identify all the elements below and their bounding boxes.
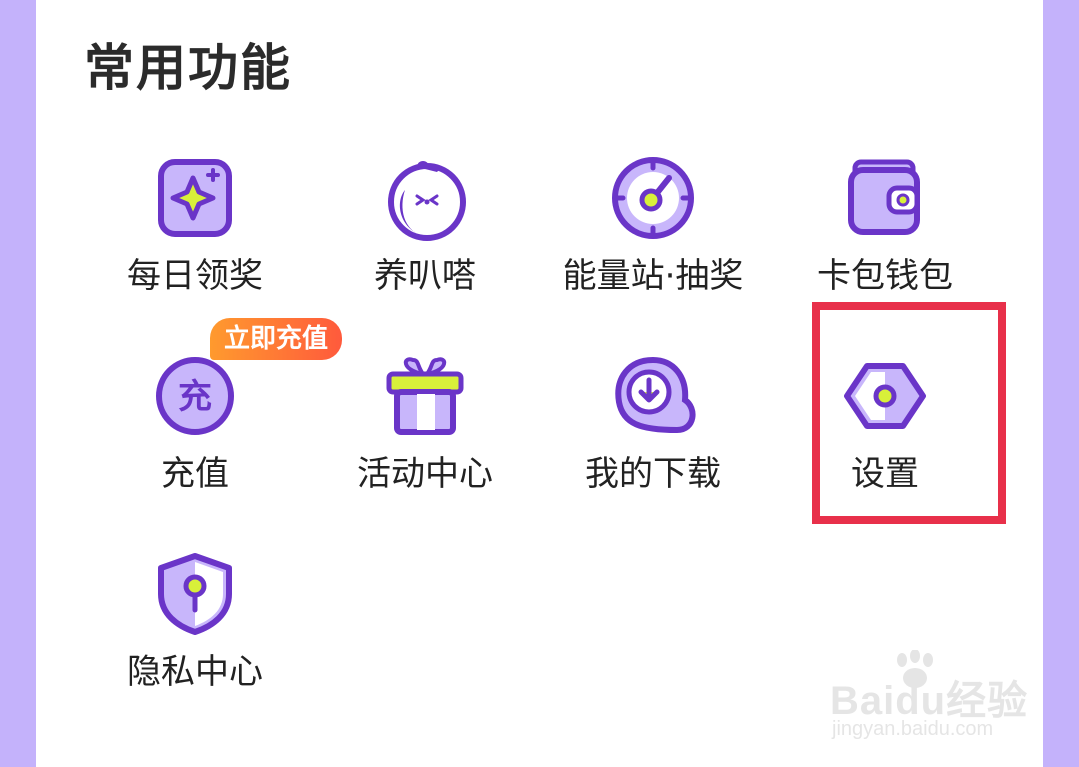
menu-item-label: 活动中心 bbox=[357, 454, 493, 494]
recharge-promo-badge[interactable]: 立即充值 bbox=[210, 318, 343, 360]
menu-item-my-downloads[interactable]: 我的下载 bbox=[538, 348, 768, 518]
menu-item-label: 我的下载 bbox=[585, 454, 721, 494]
gift-icon bbox=[377, 348, 473, 444]
section-title: 常用功能 bbox=[84, 39, 292, 97]
wallet-icon bbox=[837, 150, 933, 246]
paw-icon bbox=[897, 650, 933, 688]
menu-item-settings[interactable]: 设置 bbox=[770, 348, 1000, 518]
menu-item-label: 充值 bbox=[161, 454, 229, 494]
lottery-dial-icon bbox=[605, 150, 701, 246]
svg-text:充: 充 bbox=[178, 377, 212, 417]
watermark-url: jingyan.baidu.com bbox=[832, 718, 994, 740]
menu-item-label: 能量站·抽奖 bbox=[562, 256, 744, 296]
menu-item-recharge[interactable]: 充 充值 bbox=[80, 348, 310, 518]
privacy-shield-icon bbox=[147, 546, 243, 642]
menu-item-label: 卡包钱包 bbox=[817, 256, 953, 296]
download-cloud-icon bbox=[605, 348, 701, 444]
chick-icon bbox=[377, 150, 473, 246]
settings-hexagon-icon bbox=[837, 348, 933, 444]
sparkle-card-icon bbox=[147, 150, 243, 246]
watermark-text: Baidu经验 bbox=[830, 679, 1029, 723]
menu-item-energy-lottery[interactable]: 能量站·抽奖 bbox=[538, 150, 768, 320]
menu-item-privacy-center[interactable]: 隐私中心 bbox=[80, 546, 310, 716]
menu-item-label: 养叭嗒 bbox=[374, 256, 476, 296]
menu-item-activity-center[interactable]: 活动中心 bbox=[310, 348, 540, 518]
settings-highlight-box bbox=[812, 302, 1006, 524]
menu-item-daily-reward[interactable]: 每日领奖 bbox=[80, 150, 310, 320]
menu-item-label: 每日领奖 bbox=[127, 256, 263, 296]
menu-item-pet[interactable]: 养叭嗒 bbox=[310, 150, 540, 320]
recharge-icon: 充 bbox=[147, 348, 243, 444]
menu-item-wallet[interactable]: 卡包钱包 bbox=[770, 150, 1000, 320]
menu-item-label: 设置 bbox=[851, 454, 919, 494]
baidu-jingyan-watermark: Baidu经验 jingyan.baidu.com bbox=[830, 650, 1030, 750]
menu-item-label: 隐私中心 bbox=[127, 652, 263, 692]
